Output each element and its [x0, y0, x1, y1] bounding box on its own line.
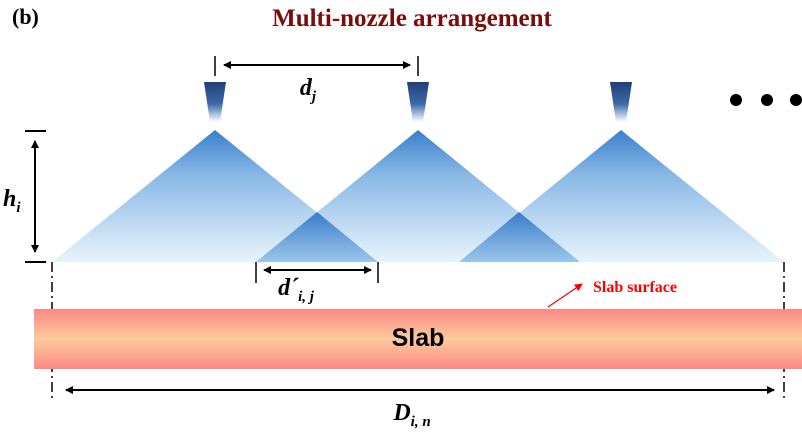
- overlap-dimension: d´i, j: [255, 262, 379, 305]
- spray-cone-3: [459, 130, 784, 262]
- slab: [34, 309, 802, 369]
- height-dimension: hi: [3, 130, 46, 263]
- svg-text:hi: hi: [3, 186, 21, 216]
- slab-surface-arrow: [547, 283, 583, 308]
- svg-text:dj: dj: [300, 75, 317, 105]
- overlap-region-1: [256, 212, 378, 262]
- panel-label: (b): [12, 4, 39, 29]
- nozzle-2: [407, 82, 429, 122]
- slab-label: Slab: [392, 324, 445, 352]
- nozzle-1: [204, 82, 226, 122]
- nozzle-spacing-dimension: dj: [214, 56, 419, 105]
- total-width-dimension: Di, n: [65, 386, 775, 430]
- nozzle-3: [610, 82, 632, 122]
- slab-surface-label: Slab surface: [593, 279, 677, 296]
- svg-text:d´i, j: d´i, j: [278, 275, 315, 305]
- svg-text:Di, n: Di, n: [392, 400, 430, 430]
- diagram-title: Multi-nozzle arrangement: [272, 5, 552, 32]
- overlap-region-2: [459, 212, 580, 262]
- ellipsis-dots: [730, 94, 802, 106]
